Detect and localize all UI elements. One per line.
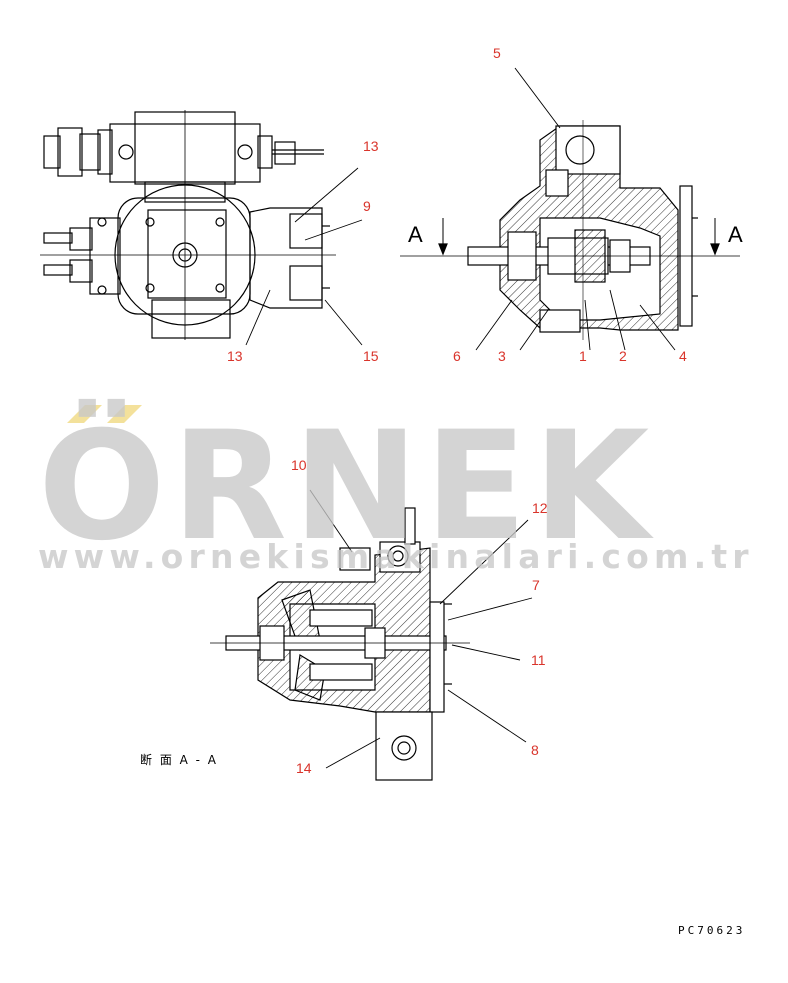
callout-11: 11 — [531, 652, 546, 668]
section-label: 断 面 A - A — [140, 753, 219, 767]
callout-4: 4 — [679, 348, 687, 364]
callout-2: 2 — [619, 348, 627, 364]
callout-12: 12 — [532, 500, 548, 516]
section-arrow-right-label: A — [728, 222, 743, 247]
drawing-code: PC70623 — [678, 924, 746, 937]
section-arrow-left-label: A — [408, 222, 423, 247]
callout-7: 7 — [532, 577, 540, 593]
callout-1: 1 — [579, 348, 587, 364]
callout-6: 6 — [453, 348, 461, 364]
side-section-view — [400, 67, 740, 351]
callout-14: 14 — [296, 760, 312, 776]
watermark-accent — [67, 405, 142, 423]
watermark-brand: ÖRNEK — [38, 400, 656, 574]
callout-3: 3 — [498, 348, 506, 364]
callout-10: 10 — [291, 457, 307, 473]
callout-9: 9 — [363, 198, 371, 214]
callout-5: 5 — [493, 45, 501, 61]
callout-13-bottom: 13 — [227, 348, 243, 364]
callout-8: 8 — [531, 742, 539, 758]
watermark-url: www.ornekismakinalari.com.tr — [38, 537, 754, 576]
callout-15: 15 — [363, 348, 379, 364]
end-view — [40, 110, 363, 346]
section-a-a-view — [210, 489, 533, 781]
callout-13-top: 13 — [363, 138, 379, 154]
